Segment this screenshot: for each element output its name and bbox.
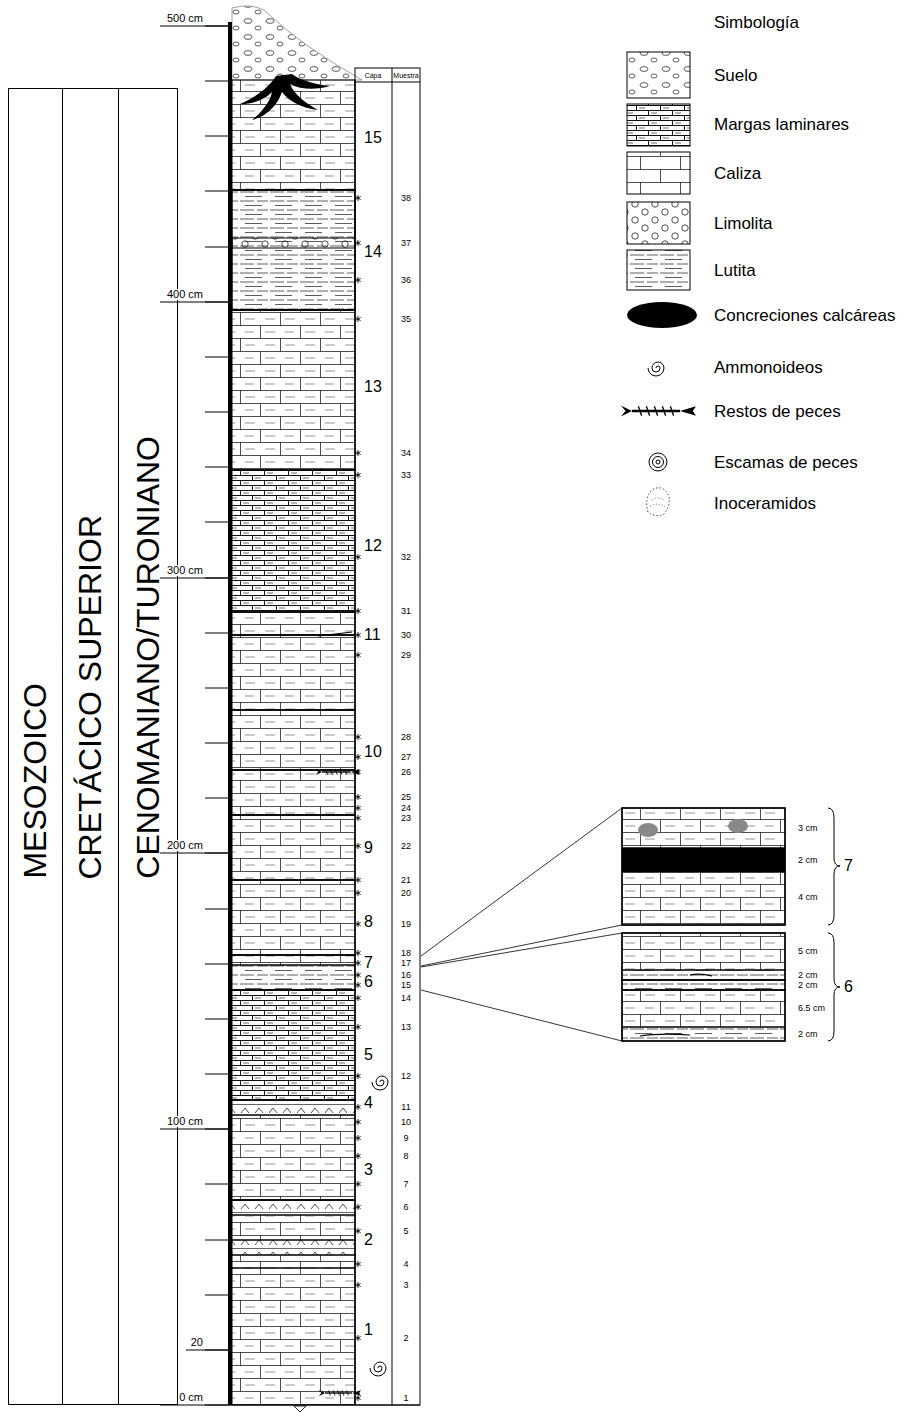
sample-number: 33 (400, 471, 412, 480)
bed-number: 2 (363, 1232, 374, 1248)
sample-number: 10 (400, 1118, 412, 1127)
sample-number: 27 (400, 753, 412, 762)
sample-number: 36 (400, 276, 412, 285)
legend-label: Margas laminares (713, 116, 850, 133)
bed-number: 5 (363, 1047, 374, 1063)
legend-label: Caliza (713, 165, 762, 182)
sample-number: 8 (402, 1152, 409, 1161)
scale-label: 200 cm (166, 840, 204, 851)
sample-number: 37 (400, 239, 412, 248)
sample-number: 17 (400, 959, 412, 968)
bed-number: 7 (843, 858, 854, 874)
scale-label: 500 cm (166, 13, 204, 24)
thickness-label: 5 cm (797, 947, 819, 956)
sample-number: 26 (400, 768, 412, 777)
sample-number: 30 (400, 631, 412, 640)
legend-label: Suelo (713, 67, 758, 84)
bed-number: 8 (363, 914, 374, 930)
thickness-label: 4 cm (797, 893, 819, 902)
sample-number: 11 (400, 1103, 411, 1112)
bed-number: 12 (363, 538, 383, 554)
sample-number: 23 (400, 814, 412, 823)
sample-number: 6 (402, 1203, 409, 1212)
sample-number: 16 (400, 971, 412, 980)
bed-number: 4 (363, 1095, 374, 1111)
sample-number: 18 (400, 949, 412, 958)
sample-number: 2 (402, 1334, 409, 1343)
sample-number: 7 (402, 1180, 409, 1189)
thickness-label: 2 cm (797, 856, 819, 865)
band-label: MESOZOICO (17, 683, 54, 879)
legend-label: Concreciones calcáreas (713, 307, 896, 324)
sample-number: 35 (400, 315, 412, 324)
bed-number: 3 (363, 1162, 374, 1178)
bed-number: 15 (363, 130, 383, 146)
thickness-label: 2 cm (797, 1030, 819, 1039)
scale-label: 100 cm (166, 1116, 204, 1127)
sample-number: 9 (402, 1134, 409, 1143)
sample-number: 5 (402, 1227, 409, 1236)
bed-number: 6 (843, 979, 854, 995)
bed-number: 11 (363, 627, 382, 643)
thickness-label: 2 cm (797, 971, 819, 980)
legend-label: Escamas de peces (713, 454, 859, 471)
band-label: CENOMANIANO/TURONIANO (130, 436, 167, 879)
sample-number: 13 (400, 1023, 412, 1032)
bed-number: 14 (363, 244, 383, 260)
legend-label: Lutita (713, 262, 757, 279)
bed-number: 9 (363, 840, 374, 856)
sample-number: 20 (400, 889, 412, 898)
legend-label: Ammonoideos (713, 359, 824, 376)
sample-number: 1 (402, 1394, 409, 1403)
bed-number: 6 (363, 974, 374, 990)
bed-number: 1 (363, 1322, 374, 1338)
sample-number: 4 (402, 1260, 409, 1269)
sample-number: 25 (400, 793, 412, 802)
legend-label: Restos de peces (713, 403, 842, 420)
band-label: CRETÁCICO SUPERIOR (72, 515, 109, 879)
sample-number: 29 (400, 651, 412, 660)
legend-label: Limolita (713, 215, 774, 232)
sample-number: 34 (400, 449, 412, 458)
sample-number: 31 (400, 607, 412, 616)
time-band: CRETÁCICO SUPERIOR (62, 88, 119, 1405)
sample-number: 21 (400, 876, 412, 885)
sample-number: 14 (400, 994, 412, 1003)
thickness-label: 3 cm (797, 824, 819, 833)
sample-number: 19 (400, 920, 412, 929)
time-band: MESOZOICO (8, 88, 63, 1405)
thickness-label: 6.5 cm (797, 1004, 826, 1013)
thickness-label: 2 cm (797, 981, 819, 990)
sample-number: 32 (400, 553, 412, 562)
sample-number: 22 (400, 842, 412, 851)
scale-label: 20 (190, 1337, 204, 1348)
bed-number: 10 (363, 744, 383, 760)
legend-title: Simbología (713, 14, 800, 31)
column-header: Muestra (393, 72, 418, 79)
column-header: Capa (365, 72, 382, 79)
time-band: CENOMANIANO/TURONIANO (118, 88, 178, 1405)
sample-number: 28 (400, 733, 412, 742)
sample-number: 15 (400, 981, 412, 990)
sample-number: 38 (400, 194, 412, 203)
scale-label: 400 cm (166, 289, 204, 300)
sample-number: 12 (400, 1072, 412, 1081)
scale-label: 0 cm (178, 1392, 204, 1403)
bed-number: 7 (363, 955, 374, 971)
sample-number: 3 (402, 1281, 409, 1290)
bed-number: 13 (363, 379, 383, 395)
scale-label: 300 cm (166, 565, 204, 576)
sample-number: 24 (400, 804, 412, 813)
legend-label: Inoceramidos (713, 495, 817, 512)
